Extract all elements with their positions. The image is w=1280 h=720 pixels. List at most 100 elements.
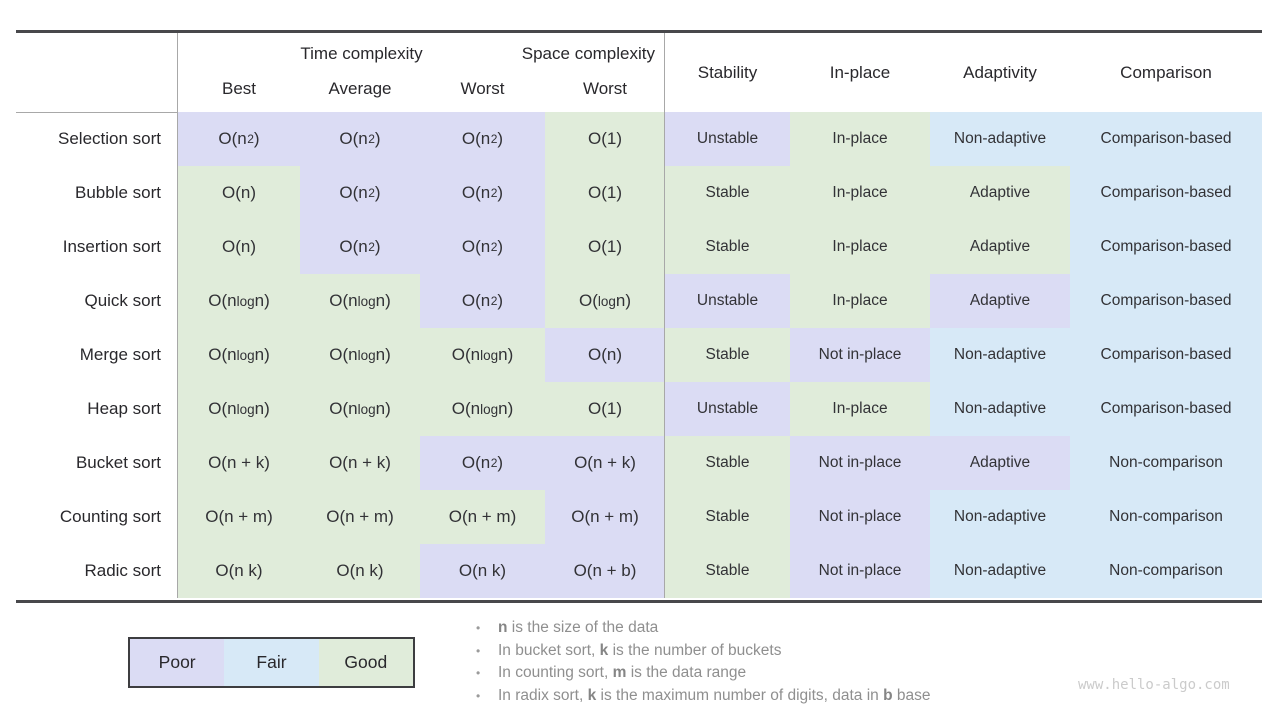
comparison-table: Time complexity Space complexity Best Av… <box>16 30 1262 603</box>
legend-item-fair: Fair <box>224 639 319 686</box>
row-label: Quick sort <box>16 274 178 328</box>
table-cell: O(n log n) <box>178 382 300 436</box>
table-cell: Comparison-based <box>1070 328 1262 382</box>
row-label: Radic sort <box>16 544 178 598</box>
table-cell: O(n + m) <box>300 490 420 544</box>
table-cell: Unstable <box>665 274 790 328</box>
table-cell: O(n log n) <box>300 328 420 382</box>
table-cell: Non-comparison <box>1070 544 1262 598</box>
col-header-in-place: In-place <box>829 63 891 82</box>
table-cell: Not in-place <box>790 544 930 598</box>
table-cell: Stable <box>665 328 790 382</box>
table-cell: In-place <box>790 382 930 436</box>
table-cell: O(n + b) <box>545 544 665 598</box>
bullet-icon: • <box>476 688 481 703</box>
table-cell: Adaptive <box>930 166 1070 220</box>
table-cell: Not in-place <box>790 490 930 544</box>
col-header-comparison: Comparison <box>1120 63 1212 82</box>
table-cell: O(n k) <box>300 544 420 598</box>
table-cell: O(n log n) <box>420 382 545 436</box>
footnote-text: In radix sort, k is the maximum number o… <box>498 686 931 704</box>
col-group-space-complexity: Space complexity <box>521 44 655 63</box>
table-cell: O(n + k) <box>545 436 665 490</box>
table-cell: O(n + m) <box>178 490 300 544</box>
table-cell: Unstable <box>665 382 790 436</box>
row-label: Heap sort <box>16 382 178 436</box>
bullet-icon: • <box>476 621 481 636</box>
footnote-text: In bucket sort, k is the number of bucke… <box>498 641 782 659</box>
table-cell: Stable <box>665 220 790 274</box>
table-cell: Comparison-based <box>1070 382 1262 436</box>
table-cell: O(n k) <box>178 544 300 598</box>
col-header-time-average: Average <box>328 79 392 98</box>
footnotes: •n is the size of the data•In bucket sor… <box>476 617 930 707</box>
table-cell: O(n k) <box>420 544 545 598</box>
table-cell: O(n log n) <box>178 328 300 382</box>
table-cell: O(n) <box>178 220 300 274</box>
table-cell: O(n + m) <box>545 490 665 544</box>
table-cell: Non-adaptive <box>930 490 1070 544</box>
bullet-icon: • <box>476 643 481 658</box>
table-cell: Stable <box>665 166 790 220</box>
table-cell: Comparison-based <box>1070 220 1262 274</box>
table-cell: O(n + k) <box>178 436 300 490</box>
table-cell: O(log n) <box>545 274 665 328</box>
row-label: Bubble sort <box>16 166 178 220</box>
table-cell: In-place <box>790 274 930 328</box>
table-cell: O(1) <box>545 382 665 436</box>
vertical-divider-labels <box>177 33 178 598</box>
row-label: Insertion sort <box>16 220 178 274</box>
table-cell: O(1) <box>545 220 665 274</box>
table-cell: Non-adaptive <box>930 112 1070 166</box>
table-cell: Stable <box>665 436 790 490</box>
bullet-icon: • <box>476 666 481 681</box>
col-header-adaptivity: Adaptivity <box>963 63 1037 82</box>
footnote-item: •n is the size of the data <box>476 617 930 640</box>
table-cell: Not in-place <box>790 436 930 490</box>
table-cell: O(n + k) <box>300 436 420 490</box>
footnote-item: • In radix sort, k is the maximum number … <box>476 685 930 708</box>
table-cell: Not in-place <box>790 328 930 382</box>
table-cell: Non-adaptive <box>930 382 1070 436</box>
footnote-item: • In counting sort, m is the data range <box>476 662 930 685</box>
table-cell: In-place <box>790 112 930 166</box>
row-label: Selection sort <box>16 112 178 166</box>
table-cell: Adaptive <box>930 220 1070 274</box>
row-label: Bucket sort <box>16 436 178 490</box>
col-header-time-worst: Worst <box>460 79 505 98</box>
table-cell: Stable <box>665 544 790 598</box>
vertical-divider-complexity-properties <box>664 33 665 598</box>
footnote-item: • In bucket sort, k is the number of buck… <box>476 640 930 663</box>
table-cell: In-place <box>790 220 930 274</box>
table-cell: Non-comparison <box>1070 490 1262 544</box>
table-cell: Comparison-based <box>1070 166 1262 220</box>
row-label: Merge sort <box>16 328 178 382</box>
legend-item-poor: Poor <box>130 639 225 686</box>
table-cell: O(n log n) <box>300 274 420 328</box>
table-cell: Comparison-based <box>1070 274 1262 328</box>
col-group-time-complexity: Time complexity <box>300 44 423 63</box>
col-header-stability: Stability <box>697 63 758 82</box>
footnote-text: In counting sort, m is the data range <box>498 664 747 682</box>
table-cell: Non-comparison <box>1070 436 1262 490</box>
table-cell: O(1) <box>545 166 665 220</box>
table-cell: O(n + m) <box>420 490 545 544</box>
header-underline <box>16 112 178 113</box>
table-cell: Non-adaptive <box>930 328 1070 382</box>
watermark: www.hello-algo.com <box>1078 677 1230 693</box>
table-cell: O(n) <box>178 166 300 220</box>
table-cell: Adaptive <box>930 274 1070 328</box>
col-header-time-best: Best <box>221 79 257 98</box>
table-cell: O(n log n) <box>420 328 545 382</box>
